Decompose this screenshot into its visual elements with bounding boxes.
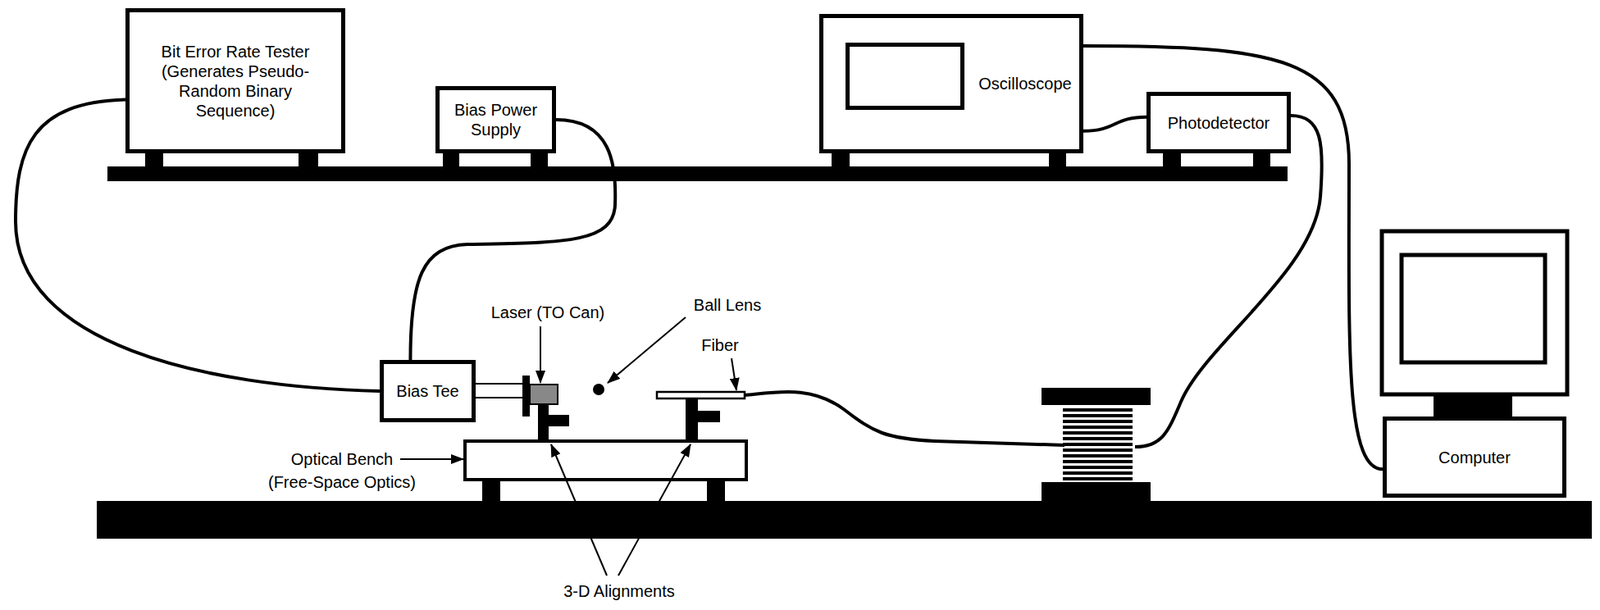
- coil-turn: [1062, 442, 1133, 447]
- instrument-box: Bit Error Rate Tester (Generates Pseudo-…: [125, 8, 346, 154]
- part-label: Fiber: [701, 335, 739, 356]
- bias-tee-box: Bias Tee: [379, 360, 476, 423]
- box-label: Oscilloscope: [978, 73, 1072, 94]
- monitor-screen: [1401, 255, 1546, 363]
- leader-line: [618, 444, 691, 576]
- scope-screen: [845, 42, 965, 110]
- coil-turn: [1062, 408, 1133, 412]
- foot: [530, 151, 548, 169]
- computer-box: Computer: [1382, 416, 1567, 498]
- monitor: [1381, 231, 1568, 395]
- cable: [1083, 45, 1383, 470]
- fiber-holder: [656, 392, 745, 399]
- foot: [145, 151, 164, 169]
- part-label: Ball Lens: [693, 295, 762, 315]
- bench-foot: [706, 478, 725, 502]
- coil-turn: [1062, 437, 1133, 441]
- monitor-neck: [1433, 394, 1513, 419]
- spool-coil: [1062, 408, 1133, 481]
- fiber: [744, 392, 1065, 446]
- foot: [442, 151, 460, 169]
- cable: [410, 119, 616, 361]
- mount-knob: [697, 410, 721, 423]
- bias-wire: [475, 382, 523, 385]
- instrument-box: Photodetector: [1146, 91, 1291, 154]
- cable: [1083, 117, 1147, 132]
- coil-turn: [1062, 419, 1133, 424]
- box-label: Photodetector: [1167, 113, 1271, 133]
- shelf: [107, 166, 1288, 182]
- box-label: Bit Error Rate Tester (Generates Pseudo-…: [149, 41, 322, 121]
- coil-turn: [1062, 477, 1133, 481]
- coil-turn: [1062, 425, 1133, 429]
- spool-flange: [1041, 387, 1151, 406]
- instrument-box: Oscilloscope: [819, 13, 1084, 154]
- foot: [1162, 151, 1181, 169]
- laser-can: [529, 384, 558, 405]
- laser-flange: [522, 375, 530, 417]
- optical-bench: [464, 441, 747, 480]
- instrument-box: Bias Power Supply: [435, 86, 557, 154]
- box-label: Bias Tee: [396, 381, 459, 402]
- leader-line: [400, 458, 464, 461]
- spool-flange: [1041, 482, 1151, 502]
- foot: [1048, 151, 1067, 169]
- foot: [831, 151, 850, 169]
- coil-turn: [1062, 431, 1133, 435]
- foot: [1253, 151, 1271, 169]
- leader-line: [607, 317, 686, 383]
- coil-turn: [1062, 448, 1133, 452]
- foot: [298, 151, 319, 169]
- mount-knob: [548, 414, 570, 427]
- fiber: [1135, 115, 1322, 447]
- mount-post: [537, 404, 549, 442]
- box-label: Computer: [1438, 447, 1511, 468]
- coil-turn: [1062, 465, 1133, 470]
- coil-turn: [1062, 414, 1133, 418]
- ball-lens: [592, 383, 605, 396]
- leader-line: [539, 326, 542, 383]
- coil-turn: [1062, 471, 1133, 475]
- leader-line: [731, 358, 737, 391]
- part-label: Optical Bench: [291, 449, 394, 470]
- part-label: Laser (TO Can): [491, 302, 606, 323]
- leader-line: [551, 444, 607, 576]
- bench-foot: [482, 478, 501, 502]
- coil-turn: [1062, 460, 1133, 464]
- part-label: 3-D Alignments: [563, 581, 675, 602]
- box-label: Bias Power Supply: [447, 100, 544, 140]
- coil-turn: [1062, 454, 1133, 458]
- bench: [96, 501, 1592, 539]
- bias-wire: [475, 396, 523, 399]
- part-label: (Free-Space Optics): [268, 472, 416, 493]
- mount-post: [685, 399, 698, 442]
